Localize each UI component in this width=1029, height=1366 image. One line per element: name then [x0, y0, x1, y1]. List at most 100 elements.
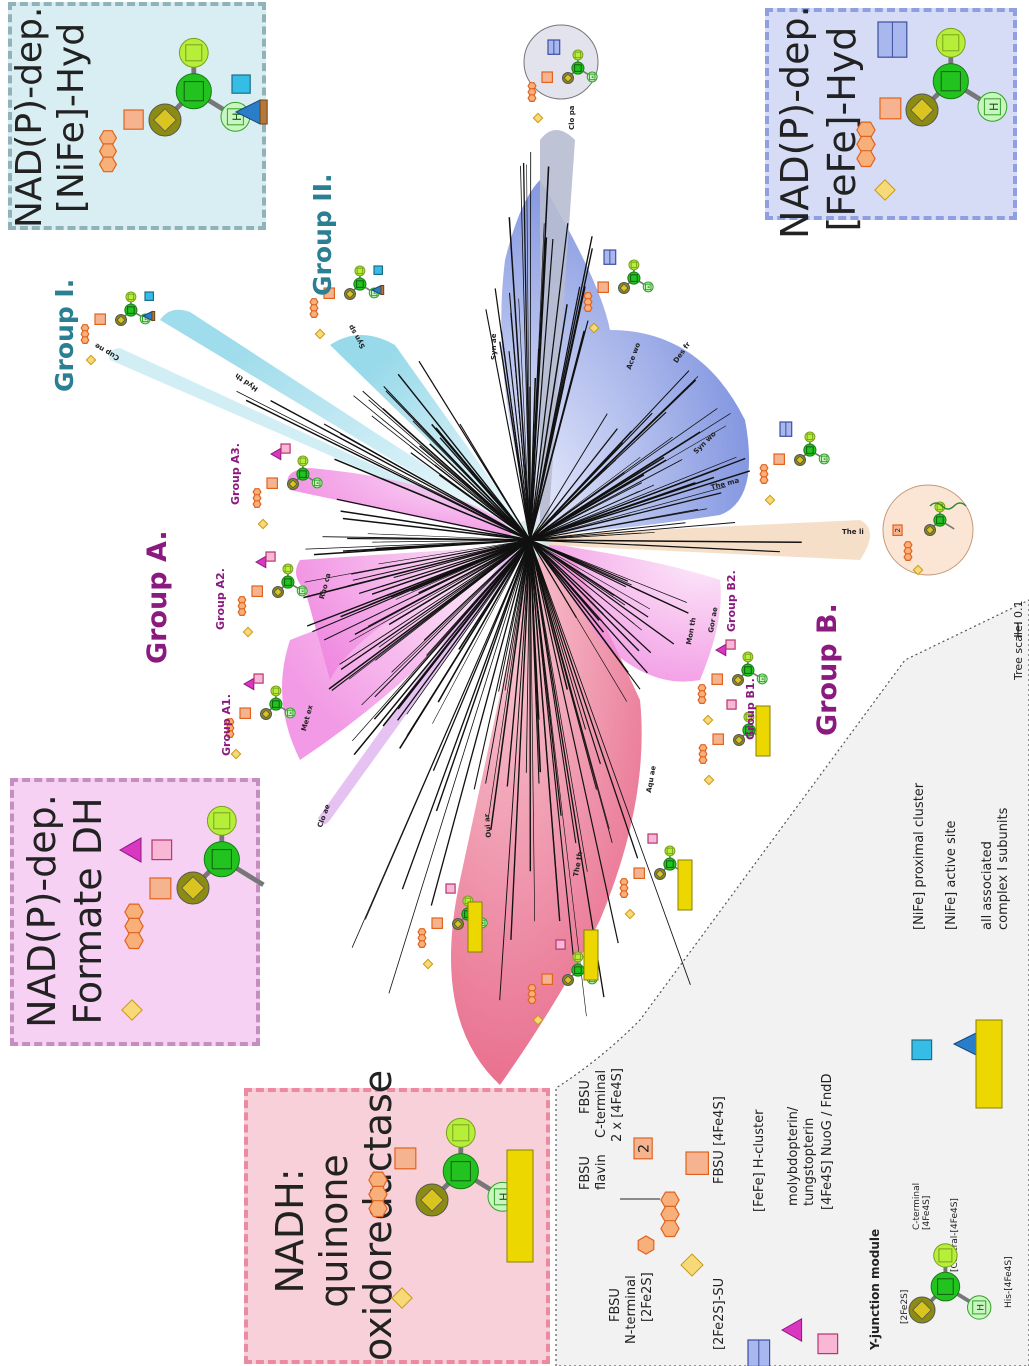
tree-branch: [499, 539, 531, 1001]
flavin-icon: [225, 730, 235, 739]
tree-branch: [410, 539, 531, 731]
tree-branch: [499, 341, 531, 541]
tree-branch: [508, 292, 531, 541]
tree-branch: [529, 476, 715, 541]
complex-i-subunits-icon: [755, 705, 771, 757]
two-label: 2: [893, 528, 902, 533]
tree-branch: [529, 539, 639, 859]
y-his-square: [983, 98, 1001, 116]
tree-branch: [520, 165, 531, 541]
tree-branch: [529, 490, 640, 541]
tree-branch: [529, 539, 588, 872]
y-cterm-square: [744, 653, 752, 661]
tree-branch: [351, 539, 531, 948]
two-label: 2: [636, 1144, 652, 1153]
flavin-icon: [856, 150, 876, 168]
y-cterm-square: [284, 565, 292, 573]
y-2fe2s-diamond: [116, 315, 126, 325]
molybdopterin-icon: [269, 447, 282, 461]
y-his-letter: H: [822, 457, 827, 460]
y-central-square: [272, 700, 280, 708]
tree-branch: [488, 539, 531, 818]
clopa-icons: H: [527, 39, 598, 124]
group-a1-wedge: [282, 548, 525, 760]
group-ii-icons: H: [309, 265, 385, 340]
tree-branch: [529, 376, 699, 541]
group-i-wedge: [160, 309, 525, 540]
y-2fe2s-diamond: [420, 1188, 444, 1212]
tree-branch: [388, 539, 531, 626]
y-2fe2s-diamond: [734, 735, 744, 745]
tree-branch: [397, 539, 531, 721]
fe2s-su-icon: [230, 748, 242, 760]
y-central-square: [940, 71, 961, 92]
flavin-icon: [660, 1191, 680, 1209]
tree-branch: [529, 539, 691, 985]
y-his-letter: H: [231, 113, 244, 121]
nife-proximal-icon: [231, 74, 251, 94]
complex-i-subunits-icon: [467, 901, 483, 953]
tree-branch: [418, 360, 531, 541]
y-central-square: [806, 446, 814, 454]
tree-branch: [397, 373, 531, 541]
tree-branch: [336, 498, 531, 541]
y-his-square: [588, 73, 596, 81]
tree-branch: [353, 539, 531, 756]
tree-branch: [529, 539, 569, 690]
tree-branch: [529, 539, 542, 773]
tree-branch: [354, 539, 531, 635]
y-central-square: [127, 306, 135, 314]
fbsu-4fe4s-icon: [541, 71, 553, 83]
y-cterm-square: [938, 1248, 953, 1263]
tree-branch: [371, 415, 531, 541]
y-his-square: [298, 587, 306, 595]
tree-branch: [303, 539, 531, 599]
tree-branch: [529, 539, 628, 702]
tree-branch: [529, 482, 643, 541]
y-cterm-square: [574, 953, 582, 961]
tree-branch: [305, 539, 531, 550]
y-2fe2s-diamond: [181, 876, 205, 900]
nife-box-icons: H: [98, 37, 268, 173]
fbsu-4fe4s-icon: [431, 917, 443, 929]
tree-branch: [529, 539, 675, 645]
y-central-square: [356, 280, 364, 288]
tree-branch: [245, 399, 531, 541]
tree-branch: [529, 539, 561, 922]
fbsu-4fe4s-icon: [541, 973, 553, 985]
y-central-square: [574, 966, 582, 974]
y-central-square: [744, 666, 752, 674]
fe2s-su-icon: [703, 774, 715, 786]
tree-branch: [395, 539, 531, 600]
tree-branch: [353, 395, 531, 541]
nuog-4fe4s-icon: [265, 551, 276, 562]
y-cterm-square: [185, 44, 203, 62]
tree-branch: [529, 539, 562, 816]
tree-branch: [529, 166, 550, 541]
y-cterm-square: [745, 713, 753, 721]
nuo-box-icons: H: [368, 1117, 534, 1309]
flavin-icon: [98, 156, 118, 173]
group-a3-icons: H: [252, 443, 323, 530]
y-central-square: [299, 470, 307, 478]
tree-branch: [334, 458, 531, 541]
y-2fe2s-diamond: [910, 98, 934, 122]
nife-proximal-icon: [373, 265, 383, 275]
tree-branch: [510, 539, 531, 940]
y-2fe2s-diamond: [619, 283, 629, 293]
tree-branch: [529, 539, 780, 553]
tree-branch: [378, 539, 531, 565]
fe2s-su-icon: [532, 112, 544, 124]
tree-branch: [367, 533, 531, 541]
tree-branch: [529, 539, 587, 1017]
flavin-icon: [417, 940, 427, 949]
tree-branch: [270, 399, 531, 541]
molybdopterin-icon: [254, 555, 267, 569]
tree-branch: [529, 413, 731, 541]
y-2fe2s-diamond: [453, 919, 463, 929]
tree-branch: [437, 539, 531, 703]
y-2fe2s-diamond: [563, 73, 573, 83]
tree-branch: [471, 539, 531, 680]
